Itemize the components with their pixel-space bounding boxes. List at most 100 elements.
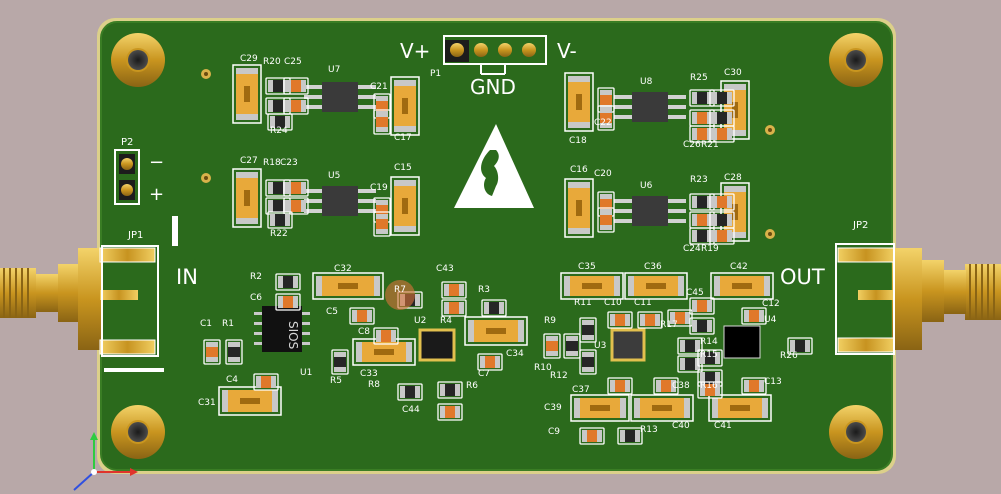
refdes-c17: C17	[394, 133, 412, 143]
refdes-c4: C4	[226, 375, 238, 385]
refdes-c35: C35	[578, 262, 596, 272]
op-amp-chips	[322, 82, 668, 226]
axis-gizmo	[73, 432, 138, 491]
refdes-c39: C39	[544, 403, 562, 413]
refdes-c34: C34	[506, 349, 524, 359]
refdes-u7: U7	[328, 65, 340, 75]
jp1-label: JP1	[127, 230, 143, 241]
refdes-r18: R18	[263, 158, 281, 168]
refdes-r24: R24	[270, 126, 288, 136]
refdes-u4: U4	[764, 315, 777, 325]
refdes-r11: R11	[574, 298, 592, 308]
gnd-label: GND	[470, 75, 516, 99]
refdes-r9: R9	[544, 316, 556, 326]
refdes-c15: C15	[394, 163, 412, 173]
refdes-c21: C21	[370, 82, 388, 92]
u3-chip	[610, 328, 646, 362]
refdes-r10: R10	[534, 363, 552, 373]
refdes-u3: U3	[594, 341, 606, 351]
refdes-c31: C31	[198, 398, 216, 408]
jp2-label: JP2	[852, 220, 868, 231]
refdes-c30: C30	[724, 68, 742, 78]
refdes-c16: C16	[570, 165, 588, 175]
refdes-r16: R16	[700, 381, 718, 391]
refdes-r20: R20	[263, 57, 281, 67]
refdes-c19: C19	[370, 183, 388, 193]
refdes-u8: U8	[640, 77, 653, 87]
refdes-c1: C1	[200, 319, 212, 329]
refdes-c43: C43	[436, 264, 454, 274]
vminus-label: V-	[557, 39, 577, 63]
p2-header	[114, 149, 140, 205]
refdes-r3: R3	[478, 285, 490, 295]
vplus-label: V+	[400, 39, 430, 63]
u4-chip	[723, 325, 761, 359]
refdes-u6: U6	[640, 181, 653, 191]
u2-chip	[418, 328, 456, 362]
refdes-r6: R6	[466, 381, 478, 391]
p1-label: P1	[430, 69, 441, 79]
p2-label: P2	[121, 137, 133, 148]
refdes-r26: R26	[780, 351, 798, 361]
refdes-c44: C44	[402, 405, 420, 415]
sma-connector-out	[835, 243, 1001, 355]
refdes-c28: C28	[724, 173, 742, 183]
refdes-r14: R14	[700, 337, 718, 347]
refdes-c23: C23	[280, 158, 298, 168]
u1-marking: SIOS	[286, 321, 300, 349]
refdes-r7: R7	[394, 285, 406, 295]
refdes-c42: C42	[730, 262, 748, 272]
refdes-c26: C26	[683, 140, 701, 150]
refdes-r21: R21	[701, 140, 719, 150]
refdes-c22: C22	[594, 118, 612, 128]
refdes-c20: C20	[594, 169, 612, 179]
refdes-c24: C24	[683, 244, 701, 254]
in-label: IN	[176, 265, 198, 289]
refdes-c8: C8	[358, 327, 370, 337]
out-label: OUT	[780, 265, 825, 289]
refdes-c10: C10	[604, 298, 622, 308]
refdes-r4: R4	[440, 316, 452, 326]
refdes-c13: C13	[764, 377, 782, 387]
refdes-c25: C25	[284, 57, 302, 67]
refdes-u2: U2	[414, 316, 426, 326]
refdes-c6: C6	[250, 293, 262, 303]
refdes-c29: C29	[240, 54, 258, 64]
refdes-c40: C40	[672, 421, 690, 431]
p1-header	[443, 35, 547, 75]
p2-minus-label: −	[149, 152, 164, 173]
refdes-c9: C9	[548, 427, 560, 437]
refdes-r1: R1	[222, 319, 234, 329]
refdes-c12: C12	[762, 299, 780, 309]
p2-plus-label: +	[149, 184, 164, 205]
refdes-c41: C41	[714, 421, 732, 431]
refdes-r8: R8	[368, 380, 380, 390]
refdes-r25: R25	[690, 73, 708, 83]
refdes-r19: R19	[701, 244, 719, 254]
mounting-holes	[111, 33, 883, 459]
sma-connector-in	[0, 245, 159, 357]
refdes-u5: U5	[328, 171, 340, 181]
refdes-r17: R17	[660, 320, 678, 330]
components-layer	[203, 64, 813, 445]
refdes-c11: C11	[634, 298, 652, 308]
refdes-r15: R15	[700, 350, 718, 360]
esd-warning-logo	[454, 124, 534, 208]
refdes-r2: R2	[250, 272, 262, 282]
refdes-c27: C27	[240, 156, 258, 166]
refdes-r12: R12	[550, 371, 568, 381]
refdes-c36: C36	[644, 262, 662, 272]
refdes-c45: C45	[686, 288, 704, 298]
refdes-c18: C18	[569, 136, 587, 146]
refdes-c32: C32	[334, 264, 352, 274]
refdes-r23: R23	[690, 175, 708, 185]
u1-chip: SIOS	[254, 306, 310, 352]
refdes-c7: C7	[478, 369, 490, 379]
refdes-u1: U1	[300, 368, 312, 378]
refdes-r13: R13	[640, 425, 658, 435]
refdes-r22: R22	[270, 229, 288, 239]
refdes-c38: C38	[672, 381, 690, 391]
refdes-c5: C5	[326, 307, 338, 317]
